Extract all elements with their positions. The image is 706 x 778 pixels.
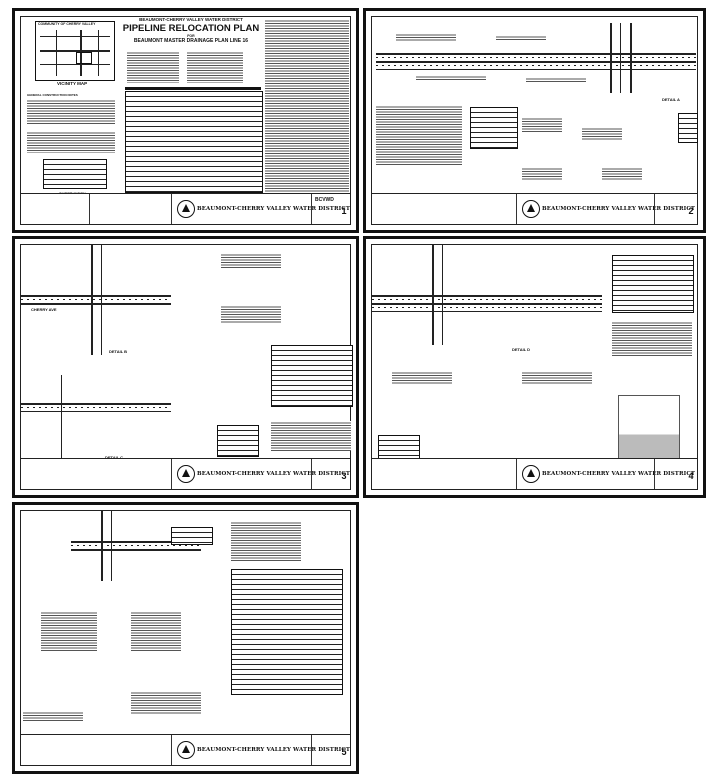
sheet-number: 2 (688, 206, 694, 216)
district-seal-icon (522, 465, 540, 483)
detail-c-label: DETAIL C (105, 455, 123, 460)
vicinity-map-label: VICINITY MAP (57, 81, 88, 86)
sheet-thumbnail-3[interactable]: CHERRY AVE DETAIL B DETAIL C BEAUMONT-CH… (12, 236, 359, 498)
title-block: BEAUMONT-CHERRY VALLEY WATER DISTRICT 5 (21, 734, 350, 765)
title-block: BEAUMONT-CHERRY VALLEY WATER DISTRICT 4 (372, 458, 697, 489)
title-block: BEAUMONT-CHERRY VALLEY WATER DISTRICT 2 (372, 193, 697, 224)
sheet-index-table (43, 159, 107, 189)
vicinity-map: COMMUNITY OF CHERRY VALLEY (35, 21, 115, 81)
sheet-thumbnail-1[interactable]: COMMUNITY OF CHERRY VALLEY VICINITY MAP … (12, 8, 359, 233)
district-seal-icon (177, 200, 195, 218)
district-seal-icon (522, 200, 540, 218)
notes-table (231, 569, 343, 695)
title-block: BEAUMONT-CHERRY VALLEY WATER DISTRICT BC… (21, 193, 350, 224)
sheet-number: 4 (688, 471, 694, 481)
sheet-project-title: BEAUMONT MASTER DRAINAGE PLAN LINE 16 (133, 38, 249, 44)
sheet-org-heading: BEAUMONT-CHERRY VALLEY WATER DISTRICT (139, 17, 243, 22)
sheet-thumbnail-5[interactable]: BEAUMONT-CHERRY VALLEY WATER DISTRICT 5 (12, 502, 359, 774)
plan-view (376, 23, 696, 93)
sheet-thumbnail-2[interactable]: DETAIL A BEAUMONT-CHERRY VALLEY WATER DI… (363, 8, 706, 233)
notes-table (612, 255, 694, 313)
detail-b-label: DETAIL B (109, 349, 128, 354)
general-notes-label: GENERAL CONSTRUCTION NOTES (27, 93, 78, 97)
detail-label: DETAIL A (662, 97, 680, 102)
sheet-number: 5 (341, 747, 347, 757)
sheet-thumbnail-4[interactable]: DETAIL D BEAUMONT-CHERRY VALLEY WATER DI… (363, 236, 706, 498)
right-notes-column (265, 19, 349, 199)
sheet-number: 3 (341, 471, 347, 481)
detail-label: DETAIL D (512, 347, 531, 352)
district-seal-icon (177, 465, 195, 483)
title-block-org: BEAUMONT-CHERRY VALLEY WATER DISTRICT (197, 747, 351, 753)
title-block: BEAUMONT-CHERRY VALLEY WATER DISTRICT 3 (21, 458, 350, 489)
sheet-border: BEAUMONT-CHERRY VALLEY WATER DISTRICT 5 (20, 510, 351, 766)
sheet-for-label: FOR (187, 34, 195, 38)
sheet-border: DETAIL D BEAUMONT-CHERRY VALLEY WATER DI… (371, 244, 698, 490)
sheet-border: DETAIL A BEAUMONT-CHERRY VALLEY WATER DI… (371, 16, 698, 225)
notes-table (125, 91, 263, 193)
sheet-border: COMMUNITY OF CHERRY VALLEY VICINITY MAP … (20, 16, 351, 225)
sheet-border: CHERRY AVE DETAIL B DETAIL C BEAUMONT-CH… (20, 244, 353, 490)
sheet-number: 1 (341, 206, 347, 216)
quantities-table (470, 107, 518, 149)
trench-detail (618, 395, 680, 467)
sheet-main-title: PIPELINE RELOCATION PLAN (122, 23, 260, 34)
notes-table (271, 345, 353, 407)
district-seal-icon (177, 741, 195, 759)
map-heading: COMMUNITY OF CHERRY VALLEY (38, 22, 96, 26)
title-block-org: BEAUMONT-CHERRY VALLEY WATER DISTRICT (542, 206, 696, 212)
street-label: CHERRY AVE (31, 307, 57, 312)
title-block-org: BEAUMONT-CHERRY VALLEY WATER DISTRICT (197, 206, 351, 212)
title-block-org: BEAUMONT-CHERRY VALLEY WATER DISTRICT (197, 471, 351, 477)
title-block-code: BCVWD (315, 197, 334, 203)
title-block-org: BEAUMONT-CHERRY VALLEY WATER DISTRICT (542, 471, 696, 477)
